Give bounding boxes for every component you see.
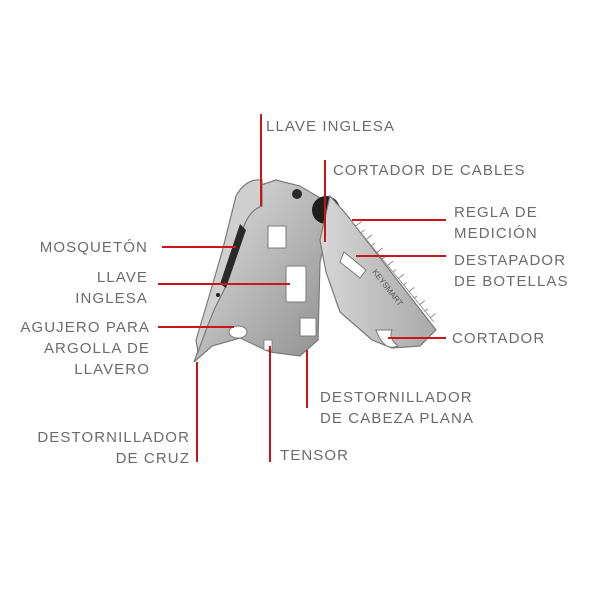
label-line: CORTADOR DE CABLES — [333, 162, 526, 179]
label-line: MEDICIÓN — [454, 225, 538, 242]
label-line: LLAVERO — [74, 361, 150, 378]
multitool-body — [193, 179, 340, 363]
label-tensor: TENSOR — [280, 445, 349, 466]
ruler-tick — [366, 234, 373, 240]
ruler-tick — [424, 308, 429, 312]
small-rivet — [292, 189, 302, 199]
label-line: TENSOR — [280, 447, 350, 464]
label-line: DESTAPADOR — [454, 252, 567, 269]
label-line: MOSQUETÓN — [39, 239, 148, 256]
ruler-tick — [419, 300, 426, 306]
ruler-tick — [429, 313, 436, 319]
ruler-tick — [403, 282, 407, 286]
label-line: REGLA DE — [454, 204, 538, 221]
tensor-slot — [263, 339, 273, 351]
label-line: CORTADOR — [452, 330, 546, 347]
label-cortador-cables: CORTADOR DE CABLES — [333, 160, 526, 181]
label-line: DE CABEZA PLANA — [320, 410, 475, 427]
keyring-hole — [228, 325, 248, 339]
ruler-tick — [408, 287, 415, 293]
label-line: INGLESA — [75, 290, 148, 307]
label-llave-inglesa-top: LLAVE INGLESA — [266, 116, 395, 137]
label-destornillador-plana: DESTORNILLADOR DE CABEZA PLANA — [320, 387, 474, 429]
wrench-opening-top — [267, 225, 287, 249]
ruler-tick — [413, 295, 418, 299]
label-regla: REGLA DE MEDICIÓN — [454, 202, 538, 244]
label-destornillador-cruz: DESTORNILLADOR DE CRUZ — [20, 427, 190, 469]
ruler-ticks — [355, 221, 436, 319]
ruler-tick — [387, 260, 394, 266]
body-dot — [216, 293, 220, 297]
label-line: AGUJERO PARA — [20, 319, 150, 336]
label-line: LLAVE INGLESA — [266, 118, 396, 135]
bottle-opener-hook — [375, 329, 399, 348]
ruler-tick — [398, 273, 404, 279]
cutout-lower — [299, 317, 317, 337]
ruler-tick — [355, 221, 362, 227]
label-llave-inglesa-mid: LLAVE INGLESA — [20, 267, 148, 309]
label-line: LLAVE — [96, 269, 148, 286]
label-line: DESTORNILLADOR — [37, 429, 190, 446]
leader-lines — [158, 114, 446, 462]
label-line: DE BOTELLAS — [454, 273, 569, 290]
ruler-tick — [361, 229, 365, 233]
bottle-opener-slot — [339, 251, 367, 279]
label-cortador: CORTADOR — [452, 328, 545, 349]
label-mosqueton: MOSQUETÓN — [20, 237, 148, 258]
label-line: DE CRUZ — [115, 450, 190, 467]
ruler-tick — [392, 269, 397, 273]
ruler-arm: KEYSMART — [319, 194, 437, 349]
label-destapador: DESTAPADOR DE BOTELLAS — [454, 250, 569, 292]
ruler-tick — [376, 247, 383, 253]
label-agujero: AGUJERO PARA ARGOLLA DE LLAVERO — [10, 317, 150, 380]
ruler-tick — [371, 242, 376, 247]
ruler-plate — [319, 194, 437, 349]
label-line: ARGOLLA DE — [43, 340, 150, 357]
label-line: DESTORNILLADOR — [320, 389, 473, 406]
carabiner-gate — [220, 224, 246, 288]
